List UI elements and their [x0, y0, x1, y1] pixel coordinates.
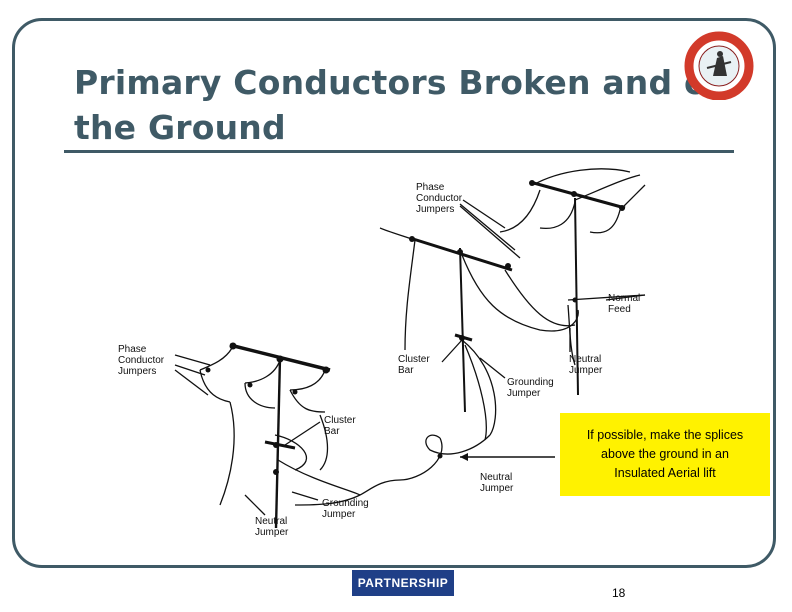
power-line-diagram: Phase Conductor Jumpers Normal Feed Clus…: [118, 168, 646, 538]
title-underline: [64, 150, 734, 153]
label-phase-jumpers-left: Jumpers: [118, 366, 156, 377]
safety-seal-logo: [684, 31, 754, 100]
label-neutral-jumper-right: Jumper: [569, 365, 603, 376]
partnership-logo: PARTNERSHIP: [352, 570, 454, 596]
label-phase-jumpers-left: Conductor: [118, 355, 165, 366]
label-neutral-jumper-bottom: Jumper: [255, 527, 289, 538]
page-number: 18: [612, 586, 626, 600]
label-normal-feed: Feed: [608, 304, 631, 315]
label-cluster-bar-mid: Bar: [398, 365, 414, 376]
slide-frame: [12, 18, 776, 568]
label-grounding-jumper-bottom: Jumper: [322, 509, 356, 520]
label-phase-jumpers-top: Conductor: [416, 193, 463, 204]
label-neutral-jumper-bottom: Neutral: [255, 516, 287, 527]
label-phase-jumpers-left: Phase: [118, 344, 147, 355]
label-phase-jumpers-top: Jumpers: [416, 204, 454, 215]
label-neutral-jumper-center: Neutral: [480, 472, 512, 483]
slide-title: Primary Conductors Broken and on the Gro…: [74, 63, 731, 147]
label-grounding-jumper-mid: Grounding: [507, 377, 554, 388]
safety-callout-box: If possible, make the splices above the …: [560, 413, 770, 496]
label-neutral-jumper-center: Jumper: [480, 483, 514, 494]
partnership-logo-text: PARTNERSHIP: [357, 576, 449, 590]
label-grounding-jumper-bottom: Grounding: [322, 498, 369, 509]
callout-text: If possible, make the splices above the …: [586, 428, 744, 480]
label-cluster-bar-left: Bar: [324, 426, 340, 437]
label-phase-jumpers-top: Phase: [416, 182, 445, 193]
label-grounding-jumper-mid: Jumper: [507, 388, 541, 399]
label-cluster-bar-mid: Cluster: [398, 354, 430, 365]
label-cluster-bar-left: Cluster: [324, 415, 356, 426]
label-normal-feed: Normal: [608, 293, 640, 304]
label-neutral-jumper-right: Neutral: [569, 354, 601, 365]
